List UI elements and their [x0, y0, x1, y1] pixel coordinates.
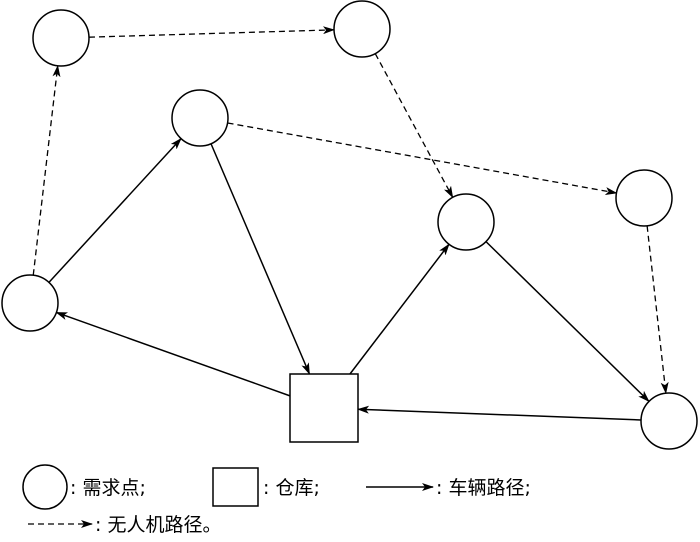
legend: : 需求点; : 仓库; : 车辆路径; : 无人机路径。 — [22, 464, 531, 536]
legend-drone-route-label: : 无人机路径。 — [95, 514, 221, 536]
vehicle-route-edge — [210, 143, 311, 375]
vehicle-route-edge — [48, 137, 182, 283]
drone-route-edge — [646, 225, 669, 395]
legend-demand-point-symbol — [22, 464, 68, 510]
drone-route-edge — [227, 122, 618, 196]
vehicle-route-edge — [349, 243, 450, 375]
vehicle-route-edge — [485, 241, 650, 403]
legend-warehouse-symbol — [212, 467, 259, 507]
legend-warehouse-label: : 仓库; — [263, 477, 320, 499]
demand-point-node — [333, 0, 391, 58]
vehicle-route-edge — [55, 311, 291, 397]
demand-point-node — [1, 274, 59, 332]
demand-point-node — [437, 193, 495, 251]
drone-route-edge — [88, 26, 336, 38]
legend-vehicle-route-label: : 车辆路径; — [436, 477, 531, 499]
demand-point-node — [640, 392, 698, 450]
drone-route-edge — [32, 64, 61, 276]
warehouse-node — [289, 373, 359, 443]
legend-demand-point-label: : 需求点; — [70, 477, 146, 499]
demand-point-node — [171, 89, 229, 147]
demand-point-node — [32, 9, 90, 67]
drone-route-edge — [374, 53, 454, 199]
vehicle-route-edge — [357, 405, 642, 421]
demand-point-node — [615, 169, 673, 227]
